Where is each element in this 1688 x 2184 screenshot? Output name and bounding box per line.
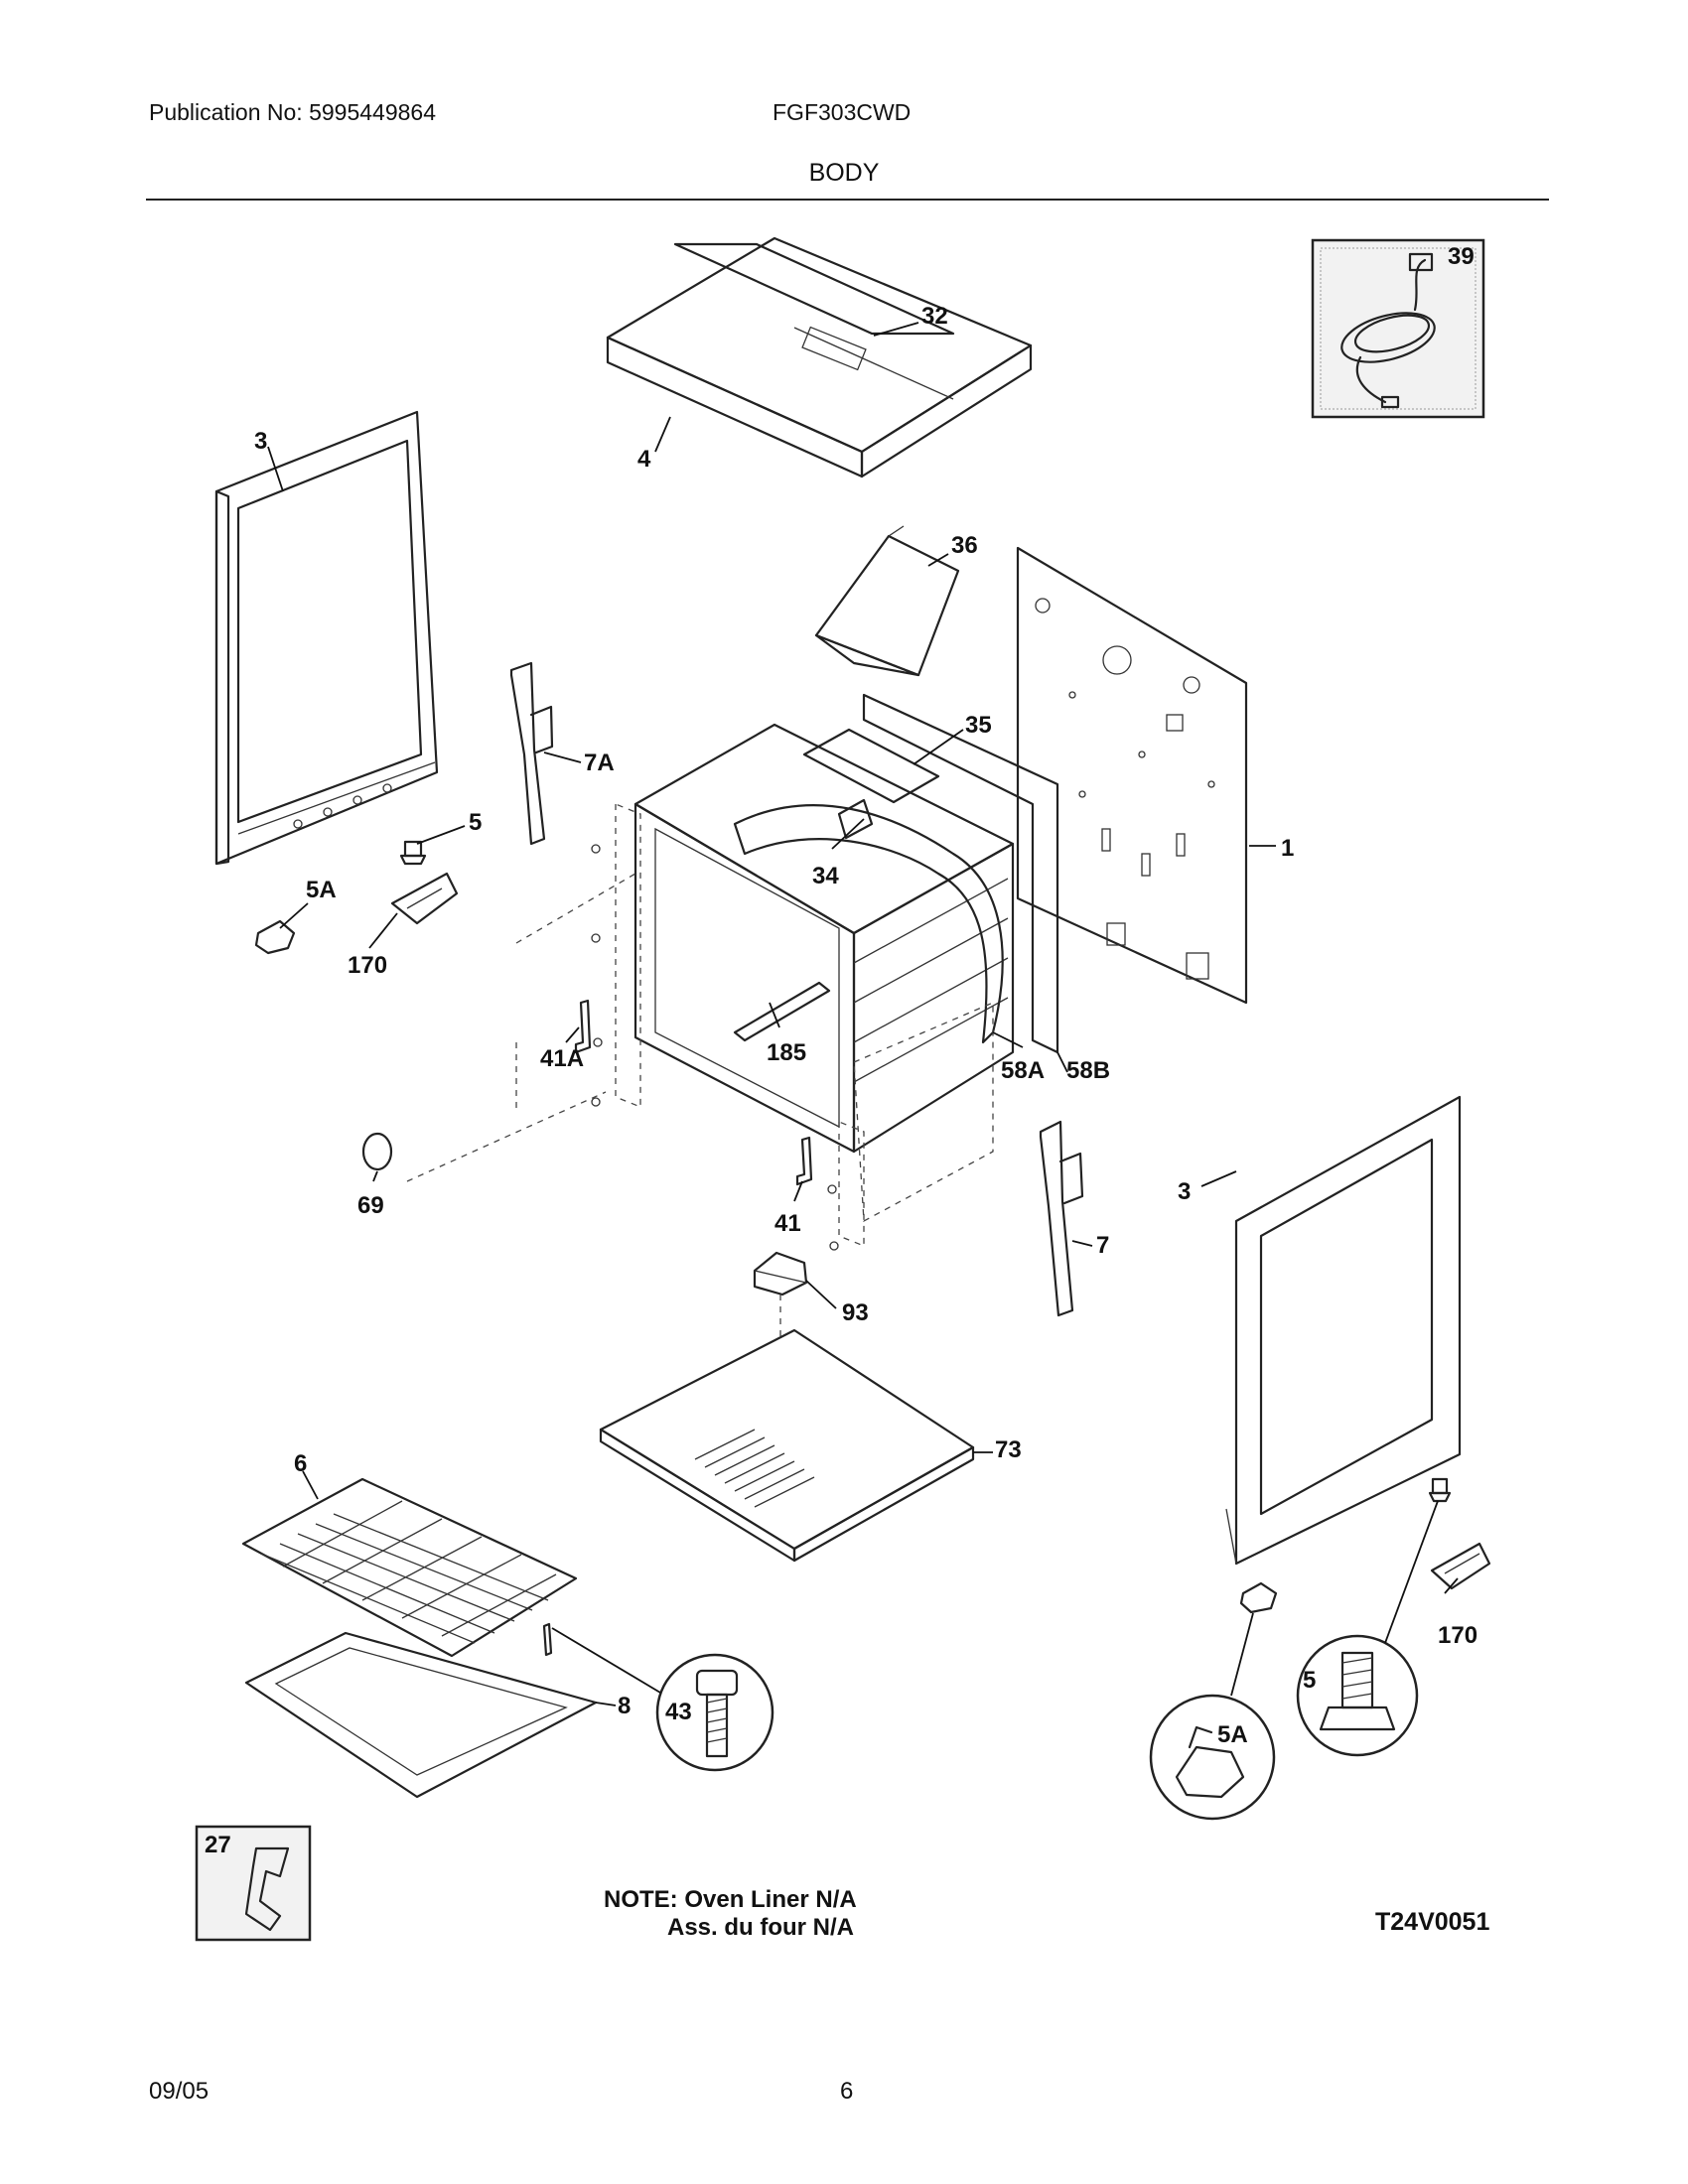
footer-date: 09/05 — [149, 2078, 210, 2105]
callout-39: 39 — [1448, 243, 1475, 270]
frame-screws — [591, 844, 839, 1251]
callout-5-inset: 5 — [1303, 1667, 1316, 1694]
top-chassis-tray — [606, 236, 1033, 478]
callout-3-right: 3 — [1178, 1178, 1191, 1205]
callout-41: 41 — [774, 1210, 801, 1237]
model-number: FGF303CWD — [773, 99, 912, 125]
callout-36: 36 — [951, 532, 978, 559]
anti-tip-bracket-left — [390, 872, 459, 925]
anti-tip-inset — [195, 1825, 312, 1942]
leg-bracket-left — [254, 919, 296, 955]
bottom-pad — [753, 1251, 808, 1340]
callout-7: 7 — [1096, 1232, 1109, 1259]
insulation-blanket — [733, 804, 1004, 1044]
note-line-2: Ass. du four N/A — [667, 1914, 855, 1941]
leveler-leg-right — [1428, 1477, 1452, 1503]
power-cord-inset — [1311, 238, 1485, 419]
callout-3-left: 3 — [254, 428, 267, 455]
left-side-panel — [214, 410, 439, 866]
callout-170-left: 170 — [348, 952, 387, 979]
access-cover — [361, 1042, 517, 1171]
callout-32: 32 — [921, 303, 948, 330]
callout-58b: 58B — [1066, 1057, 1110, 1084]
bracket-41a — [574, 999, 592, 1054]
oven-cavity — [633, 723, 1015, 1154]
callout-73: 73 — [995, 1436, 1022, 1463]
callout-4: 4 — [637, 446, 651, 473]
lower-frame — [406, 803, 994, 1247]
header-rule — [146, 199, 1549, 201]
callout-35: 35 — [965, 712, 992, 739]
leveler-leg-inset — [1296, 1500, 1439, 1757]
bottom-panel — [599, 1328, 975, 1563]
leader-lines — [267, 322, 1459, 1706]
callout-170-right: 170 — [1438, 1622, 1477, 1649]
vent-duct — [814, 525, 960, 677]
top-bracket — [802, 728, 940, 840]
callout-6: 6 — [294, 1450, 307, 1477]
callout-27: 27 — [205, 1832, 231, 1858]
leg-bracket-right — [1239, 1581, 1278, 1614]
footer-page: 6 — [840, 2078, 854, 2105]
leveler-leg-left — [399, 840, 427, 866]
callout-43: 43 — [665, 1699, 692, 1725]
hinge-7a — [509, 661, 554, 846]
callout-labels: 32 4 39 3 36 35 7A 5 1 34 5A 170 185 41A… — [205, 243, 1477, 1858]
callout-5a-inset: 5A — [1217, 1721, 1248, 1748]
right-side-panel — [1225, 1095, 1462, 1566]
leg-bracket-inset — [1149, 1612, 1276, 1821]
callout-34: 34 — [812, 863, 839, 889]
publication-number: Publication No: 5995449864 — [149, 99, 437, 125]
callout-5a-left: 5A — [306, 877, 337, 903]
anti-tip-bracket-right — [1430, 1542, 1491, 1590]
bolt-inset — [542, 1622, 774, 1772]
callout-58a: 58A — [1001, 1057, 1045, 1084]
callout-93: 93 — [842, 1299, 869, 1326]
front-frame — [862, 693, 1059, 1054]
callout-8: 8 — [618, 1693, 631, 1719]
callout-185: 185 — [767, 1039, 806, 1066]
rear-panel — [1016, 546, 1248, 1005]
drawer-pan — [244, 1631, 598, 1799]
oven-handle — [733, 981, 831, 1042]
callout-7a: 7A — [584, 750, 615, 776]
callout-41a: 41A — [540, 1045, 584, 1072]
section-title: BODY — [808, 159, 880, 187]
diagram-code: T24V0051 — [1375, 1908, 1490, 1936]
bracket-41 — [795, 1136, 813, 1186]
callout-1: 1 — [1281, 835, 1294, 862]
note-line-1: NOTE: Oven Liner N/A — [604, 1886, 857, 1913]
hinge-7 — [1039, 1120, 1084, 1317]
callout-69: 69 — [357, 1192, 384, 1219]
callout-5-left: 5 — [469, 809, 482, 836]
oven-rack — [241, 1477, 578, 1658]
